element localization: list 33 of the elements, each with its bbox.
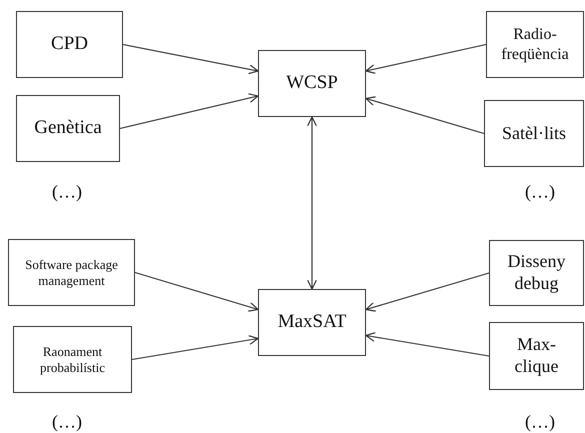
box-label: MaxSAT <box>278 311 346 334</box>
box-label: Genètica <box>34 117 102 140</box>
process-box <box>484 100 584 167</box>
arrow <box>122 44 259 74</box>
process-box <box>258 289 366 356</box>
box-label: Disseny debug <box>506 251 566 295</box>
box-label: Raonament probabilístic <box>39 344 106 376</box>
box-label: CPD <box>51 33 88 56</box>
ellipsis-note: (…) <box>525 410 555 433</box>
ellipsis-note: (…) <box>52 180 82 204</box>
arrow <box>365 272 490 312</box>
process-box <box>489 322 584 390</box>
process-box <box>16 11 123 78</box>
arrow <box>120 93 259 130</box>
arrow <box>134 272 259 312</box>
box-label: WCSP <box>286 72 338 95</box>
arrow <box>365 44 486 74</box>
process-box <box>489 240 584 306</box>
process-box <box>13 326 132 393</box>
arrow <box>365 332 490 357</box>
ellipsis-note: (…) <box>52 410 82 433</box>
arrow <box>306 116 318 290</box>
box-label: Radio- freqüència <box>500 25 570 64</box>
box-label: Max- clique <box>514 334 560 378</box>
process-box <box>16 95 120 162</box>
process-box <box>486 11 584 78</box>
box-label: Satèl·lits <box>502 122 566 144</box>
arrow <box>132 334 259 360</box>
process-box <box>8 239 135 306</box>
box-label: Software package management <box>24 256 119 288</box>
process-box <box>258 50 366 117</box>
ellipsis-note: (…) <box>525 180 555 204</box>
arrow <box>365 96 484 134</box>
